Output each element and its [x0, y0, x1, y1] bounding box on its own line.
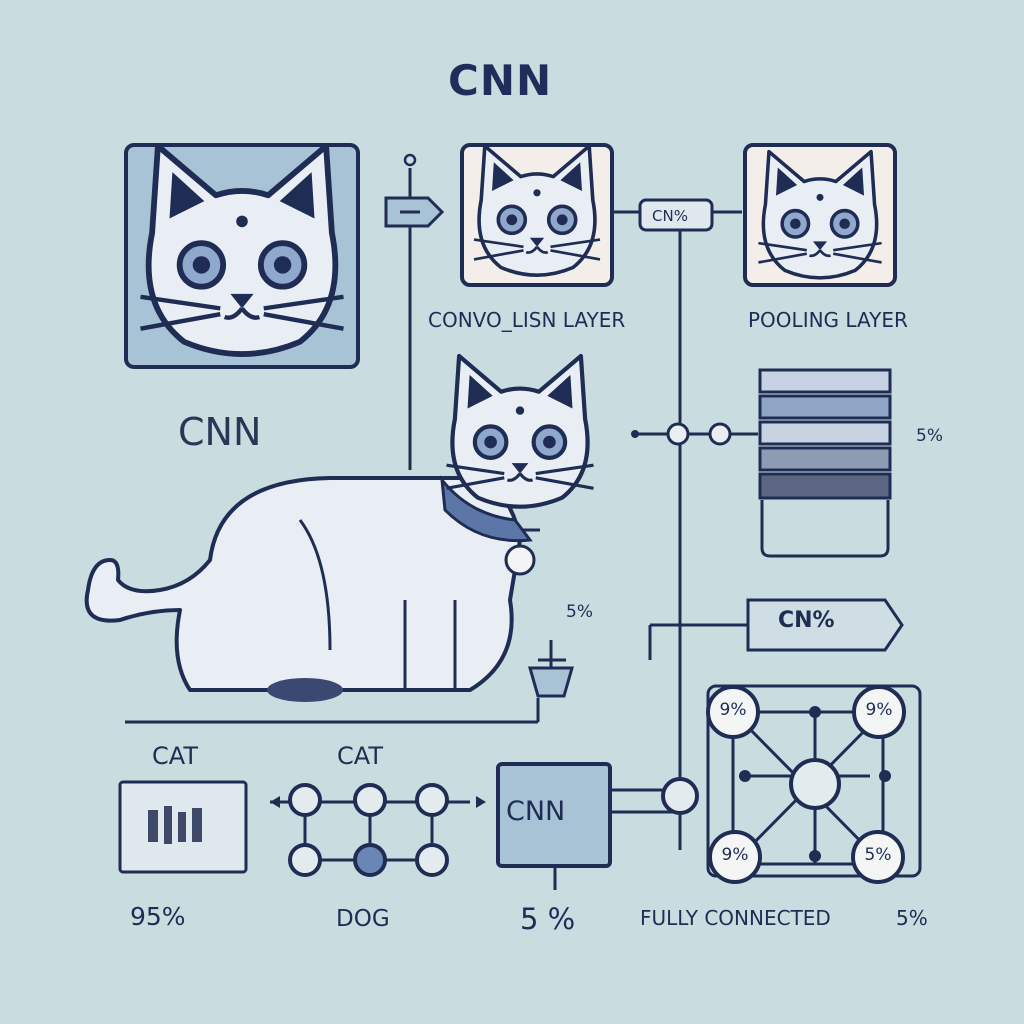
- percent-right-label: 5%: [916, 426, 943, 446]
- filter-cup-icon: [528, 666, 574, 698]
- cat-label-left: CAT: [152, 742, 198, 770]
- fc-node-2-label: 9%: [865, 700, 893, 720]
- fc-node-1: [706, 685, 760, 739]
- fc-center-node: [789, 758, 841, 810]
- fc-node-3: [708, 830, 762, 884]
- tag-small-label: CN%: [652, 207, 688, 225]
- body-cat-face: [447, 356, 594, 507]
- fully-connected-label: FULLY CONNECTED: [640, 906, 831, 930]
- tag-large-arrow: [746, 598, 904, 652]
- fully-connected-percent: 5%: [896, 906, 928, 930]
- junction-node: [661, 777, 699, 815]
- percent-bottom-label: 5 %: [520, 902, 576, 936]
- dog-label: DOG: [336, 906, 390, 932]
- cat-body-illustration: [84, 356, 594, 702]
- cat-label-mid: CAT: [337, 742, 383, 770]
- feature-map-stack: [758, 368, 892, 558]
- node-grid-dots: [288, 783, 449, 877]
- fc-node-2: [852, 685, 906, 739]
- fc-dots: [739, 706, 891, 862]
- tag-small-box: [638, 198, 714, 232]
- percent-mid-label: 5%: [566, 602, 593, 622]
- fc-node-4: [851, 830, 905, 884]
- diagram-title: CNN: [448, 56, 553, 105]
- fc-node-1-label: 9%: [719, 700, 747, 720]
- pooling-layer-label: POOLING LAYER: [748, 308, 908, 332]
- tag-large-label: CN%: [778, 608, 835, 633]
- fc-node-4-label: 5%: [864, 845, 892, 865]
- side-cnn-label: CNN: [178, 410, 262, 454]
- conv-layer-label: CONVO_LISN LAYER: [428, 308, 626, 332]
- cnn-block-label: CNN: [506, 796, 566, 827]
- output-bars-icon: [148, 806, 202, 844]
- fc-node-3-label: 9%: [721, 845, 749, 865]
- percent-95-label: 95%: [130, 902, 186, 931]
- cnn-block: [496, 762, 612, 868]
